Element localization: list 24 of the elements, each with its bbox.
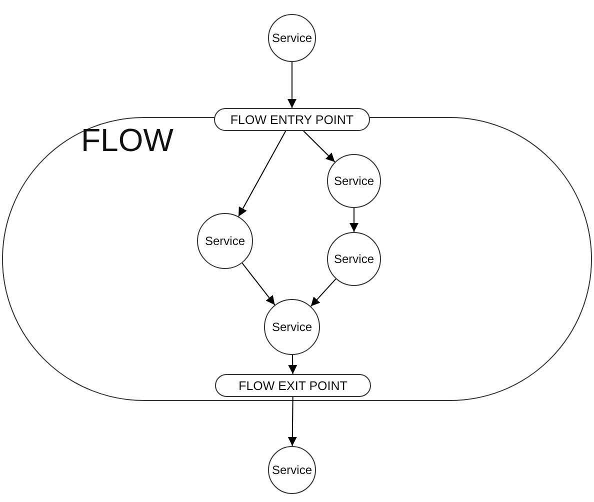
service-circle xyxy=(327,232,381,286)
node-label: Service xyxy=(334,252,374,266)
container-title: FLOW xyxy=(81,122,174,159)
arrow xyxy=(350,208,358,232)
arrow xyxy=(303,130,336,162)
service-circle xyxy=(268,446,316,494)
arrow xyxy=(310,278,336,307)
service-circle xyxy=(268,14,316,62)
node-label: Service xyxy=(272,31,312,45)
node-label: Service xyxy=(272,463,312,477)
service-circle xyxy=(264,299,320,355)
arrow xyxy=(288,62,296,108)
node-label: FLOW ENTRY POINT xyxy=(230,112,354,126)
node-label: Service xyxy=(204,234,245,248)
node-label: Service xyxy=(272,320,312,334)
service-circle xyxy=(327,154,381,208)
flow-point-box xyxy=(214,108,370,131)
flow-point-box xyxy=(215,374,371,397)
arrow xyxy=(288,396,297,446)
arrow xyxy=(238,130,286,217)
node-label: Service xyxy=(334,174,374,188)
node-label: FLOW EXIT POINT xyxy=(238,378,348,392)
arrow xyxy=(288,354,298,374)
arrow xyxy=(242,262,276,306)
